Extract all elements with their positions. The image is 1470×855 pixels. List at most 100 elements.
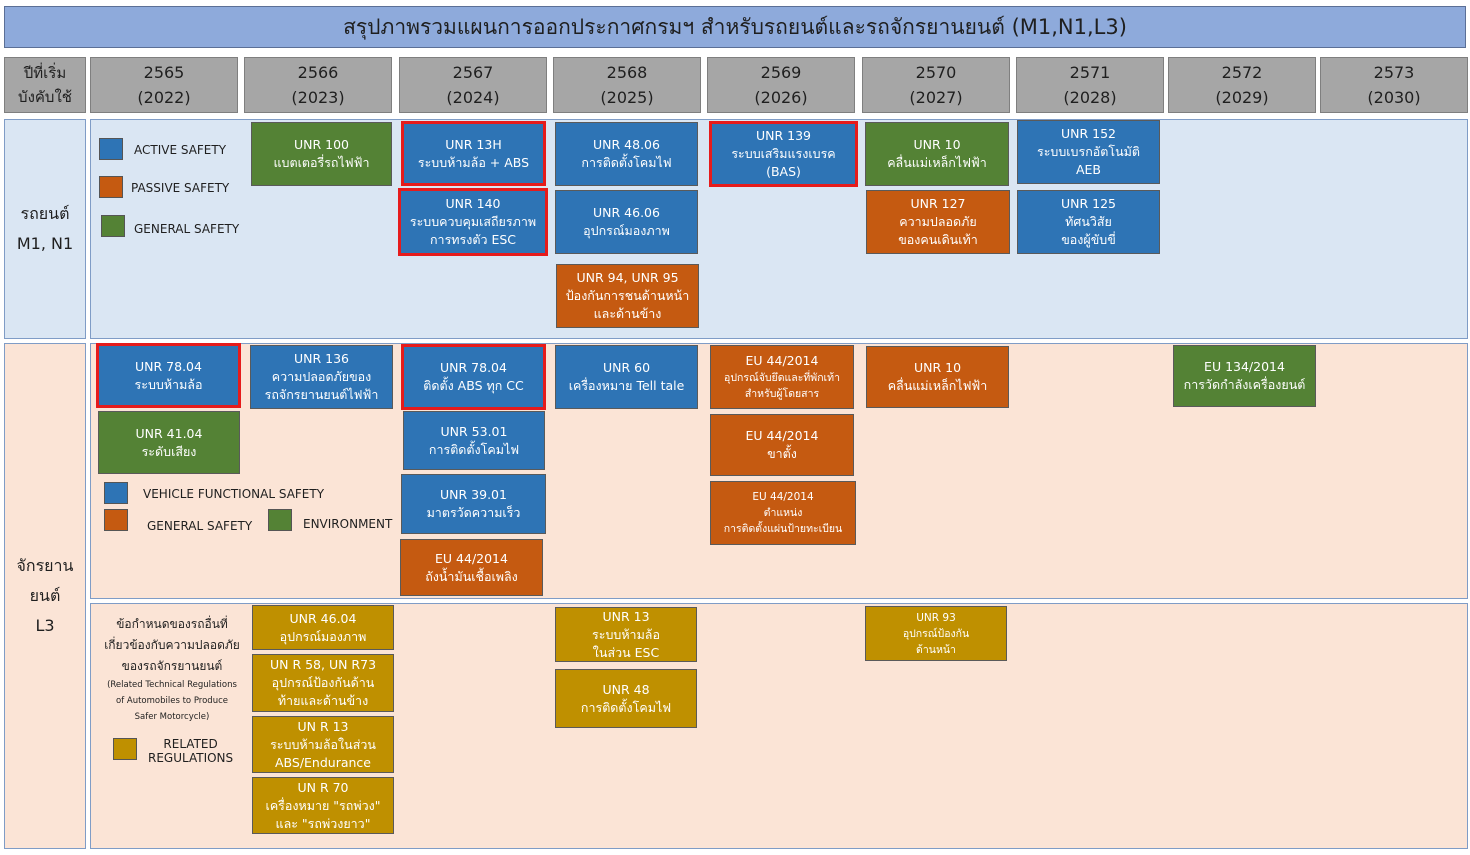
year-be: 2566: [297, 63, 339, 82]
year-header-line-1: ปีที่เริ่ม: [23, 64, 67, 82]
year-ce: (2027): [909, 88, 963, 107]
regulation-code: UNR 78.04: [440, 360, 507, 375]
regulation-code: UNR 139: [755, 128, 812, 143]
regulation-desc: ตำแหน่ง: [763, 507, 803, 519]
regulation-code: UNR 48: [602, 681, 650, 697]
regulation-desc: ของผู้ขับขี่: [1061, 232, 1116, 247]
year-be: 2570: [915, 63, 957, 82]
regulation-desc: ระบบห้ามล้อ: [134, 376, 203, 392]
regulation-desc: อุปกรณ์ป้องกันด้าน: [271, 675, 375, 690]
year-header-2572: 2572 (2029): [1168, 57, 1316, 113]
regulation-box-unr13-abs: UN R 13 ระบบห้ามล้อในส่วน ABS/Endurance: [252, 716, 394, 773]
regulation-desc: รถจักรยานยนต์ไฟฟ้า: [264, 387, 379, 402]
regulation-box-eu-stand: EU 44/2014 ขาตั้ง: [710, 414, 854, 476]
regulation-desc: และ "รถพ่วงยาว": [275, 815, 371, 831]
regulation-box-unr7804-abs: UNR 78.04 ติดตั้ง ABS ทุก CC: [401, 344, 546, 410]
legend-swatch-environment: [268, 509, 292, 531]
regulation-box-unr60: UNR 60 เครื่องหมาย Tell tale: [555, 345, 698, 409]
regulation-desc: ป้องกันการชนด้านหน้า: [565, 288, 690, 303]
regulation-desc: ระบบห้ามล้อในส่วน: [270, 736, 376, 752]
note-line: ข้อกำหนดของรถอื่นที่: [116, 617, 228, 631]
legend-label-line: REGULATIONS: [148, 751, 234, 765]
regulation-desc: เครื่องหมาย Tell tale: [568, 378, 685, 393]
year-header-2571: 2571 (2028): [1016, 57, 1164, 113]
regulation-code: UNR 13H: [445, 136, 502, 152]
legend-label-general-safety-moto: GENERAL SAFETY: [147, 519, 253, 533]
legend-label-line: RELATED: [163, 737, 218, 751]
regulation-desc: ความปลอดภัย: [899, 214, 977, 229]
note-line: เกี่ยวข้องกับความปลอดภัย: [104, 638, 240, 652]
regulation-desc: และด้านข้าง: [593, 306, 662, 321]
legend-swatch-general-safety-moto: [104, 509, 128, 531]
regulation-desc: การติดตั้งแผ่นป้ายทะเบียน: [723, 523, 843, 535]
regulation-desc: ความปลอดภัยของ: [271, 369, 372, 384]
regulation-desc: ท้ายและด้านข้าง: [277, 693, 369, 708]
regulation-box-eu134: EU 134/2014 การวัดกำลังเครื่องยนต์: [1173, 345, 1316, 407]
regulation-desc: ระดับเสียง: [141, 443, 197, 459]
related-regulations-note: ข้อกำหนดของรถอื่นที่ เกี่ยวข้องกับความปล…: [96, 614, 248, 725]
year-be: 2572: [1221, 63, 1263, 82]
regulation-box-unr3901: UNR 39.01 มาตรวัดความเร็ว: [401, 474, 546, 534]
regulation-box-unr152: UNR 152 ระบบเบรกอัตโนมัติ AEB: [1017, 120, 1160, 184]
regulation-desc: การติดตั้งโคมไฟ: [581, 155, 672, 170]
note-line-en: of Automobiles to Produce: [116, 696, 228, 706]
regulation-box-unr4606: UNR 46.06 อุปกรณ์มองภาพ: [555, 190, 698, 254]
legend-swatch-general-safety: [101, 215, 125, 237]
regulation-desc: อุปกรณ์มองภาพ: [279, 628, 367, 644]
year-ce: (2028): [1063, 88, 1117, 107]
regulation-desc: อุปกรณ์มองภาพ: [583, 223, 670, 238]
regulation-box-unr4104: UNR 41.04 ระดับเสียง: [98, 411, 240, 474]
regulation-desc: ในส่วน ESC: [592, 644, 660, 660]
regulation-box-unr13-esc: UNR 13 ระบบห้ามล้อ ในส่วน ESC: [555, 607, 697, 662]
regulation-box-eu-passenger-grip: EU 44/2014 อุปกรณ์จับยึดและที่พักเท้า สำ…: [710, 345, 854, 409]
regulation-desc: ระบบเสริมแรงเบรค: [731, 146, 836, 161]
year-ce: (2029): [1215, 88, 1269, 107]
note-line-en: (Related Technical Regulations: [107, 680, 237, 690]
regulation-box-unr58-73: UN R 58, UN R73 อุปกรณ์ป้องกันด้าน ท้ายแ…: [252, 654, 394, 712]
regulation-code: UNR 136: [293, 351, 350, 366]
regulation-code: UN R 13: [297, 718, 349, 734]
regulation-desc: อุปกรณ์จับยึดและที่พักเท้า: [724, 372, 840, 384]
regulation-desc: ระบบเบรกอัตโนมัติ: [1036, 144, 1141, 159]
regulation-desc: ขาตั้ง: [767, 446, 797, 461]
regulation-desc: ติดตั้ง ABS ทุก CC: [423, 378, 524, 393]
regulation-desc: ของคนเดินเท้า: [898, 232, 978, 247]
regulation-desc: แบตเตอรี่รถไฟฟ้า: [273, 155, 370, 170]
regulation-desc: การติดตั้งโคมไฟ: [580, 699, 672, 715]
year-be: 2568: [606, 63, 648, 82]
regulation-box-unr10-car: UNR 10 คลื่นแม่เหล็กไฟฟ้า: [865, 122, 1009, 186]
regulation-code: UNR 41.04: [135, 425, 203, 441]
regulation-code: UNR 10: [913, 137, 961, 152]
page-title: สรุปภาพรวมแผนการออกประกาศกรมฯ สำหรับรถยน…: [4, 6, 1466, 48]
regulation-desc: การวัดกำลังเครื่องยนต์: [1183, 377, 1306, 392]
regulation-box-eu-fuel-tank: EU 44/2014 ถังน้ำมันเชื้อเพลิง: [400, 539, 543, 596]
regulation-desc: คลื่นแม่เหล็กไฟฟ้า: [887, 378, 988, 393]
year-be: 2571: [1069, 63, 1111, 82]
legend-swatch-vehicle-functional-safety: [104, 482, 128, 504]
year-header-2569: 2569 (2026): [707, 57, 855, 113]
regulation-box-unr139: UNR 139 ระบบเสริมแรงเบรค (BAS): [709, 121, 858, 187]
note-line: ของรถจักรยานยนต์: [121, 659, 223, 673]
regulation-code: UNR 93: [916, 611, 956, 624]
year-ce: (2023): [291, 88, 345, 107]
regulation-box-eu-plate: EU 44/2014 ตำแหน่ง การติดตั้งแผ่นป้ายทะเ…: [710, 481, 856, 545]
regulation-desc: ระบบห้ามล้อ + ABS: [417, 154, 530, 170]
regulation-box-unr100: UNR 100 แบตเตอรี่รถไฟฟ้า: [251, 122, 392, 186]
regulation-code: UNR 10: [913, 360, 962, 375]
regulation-box-unr10-moto: UNR 10 คลื่นแม่เหล็กไฟฟ้า: [866, 346, 1009, 408]
note-line-en: Safer Motorcycle): [134, 712, 210, 722]
section-label-line: ยนต์: [29, 586, 61, 605]
legend-label-general-safety: GENERAL SAFETY: [134, 222, 240, 236]
regulation-desc: การทรงตัว ESC: [429, 232, 517, 247]
regulation-desc: มาตรวัดความเร็ว: [426, 505, 521, 520]
year-ce: (2025): [600, 88, 654, 107]
legend-swatch-passive-safety: [99, 176, 123, 198]
regulation-box-unr4604: UNR 46.04 อุปกรณ์มองภาพ: [252, 605, 394, 650]
regulation-code: UNR 60: [602, 360, 651, 375]
section-label-car: รถยนต์ M1, N1: [4, 119, 86, 339]
legend-label-active-safety: ACTIVE SAFETY: [134, 143, 227, 157]
regulation-desc: สำหรับผู้โดยสาร: [744, 388, 820, 400]
year-header-2565: 2565 (2022): [90, 57, 238, 113]
section-label-motorcycle: จักรยาน ยนต์ L3: [4, 343, 86, 849]
regulation-code: UNR 100: [293, 137, 350, 152]
